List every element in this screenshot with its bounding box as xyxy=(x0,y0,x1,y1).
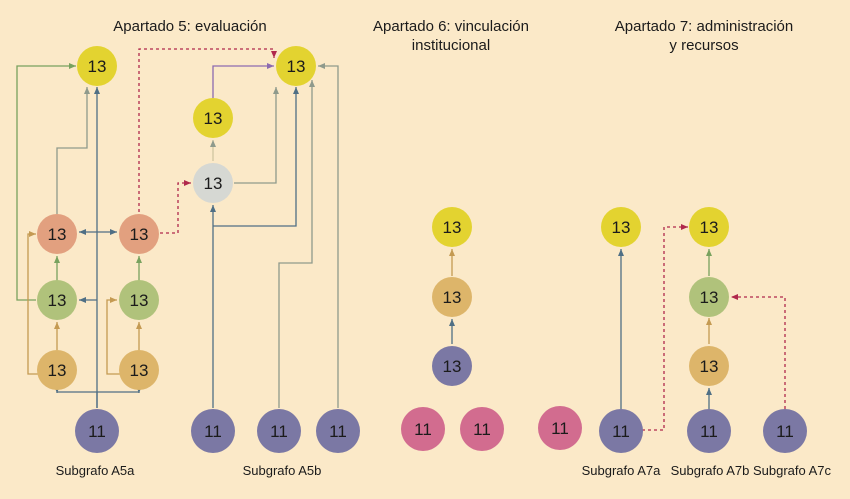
node-a6-bottom[interactable]: 13 xyxy=(432,346,472,386)
edge xyxy=(213,87,299,227)
node-label: 13 xyxy=(700,218,719,237)
node-a5b-gray[interactable]: 13 xyxy=(193,163,233,203)
node-label: 13 xyxy=(130,291,149,310)
node-label: 13 xyxy=(204,174,223,193)
edge xyxy=(27,231,40,375)
edge xyxy=(54,386,98,408)
node-a7a-source[interactable]: 11 xyxy=(599,409,643,453)
node-a7-pink[interactable]: 11 xyxy=(538,406,582,450)
node-label: 13 xyxy=(700,357,719,376)
nodes: 13 13 13 13 13 13 13 11 13 13 13 11 11 1… xyxy=(37,46,807,453)
node-label: 13 xyxy=(204,109,223,128)
node-a5a-right-1[interactable]: 13 xyxy=(119,350,159,390)
edge xyxy=(106,297,122,375)
edge xyxy=(212,63,274,98)
node-a6-top[interactable]: 13 xyxy=(432,207,472,247)
subgraph-label-a5a: Subgrafo A5a xyxy=(56,463,136,478)
node-label: 11 xyxy=(88,422,106,441)
node-a5b-source-2[interactable]: 11 xyxy=(257,409,301,453)
edge xyxy=(160,180,191,234)
subgraph-label-a7a: Subgrafo A7a xyxy=(582,463,662,478)
node-label: 11 xyxy=(270,422,288,441)
subgraph-label-a7b: Subgrafo A7b xyxy=(671,463,750,478)
node-a5a-left-3[interactable]: 13 xyxy=(37,214,77,254)
node-a5b-source-3[interactable]: 11 xyxy=(316,409,360,453)
edge xyxy=(731,294,786,409)
node-label: 13 xyxy=(88,57,107,76)
node-a5b-yellow-2[interactable]: 13 xyxy=(193,98,233,138)
section-title-7-line1: Apartado 7: administración xyxy=(615,18,793,35)
node-label: 11 xyxy=(204,422,222,441)
node-a5a-left-2[interactable]: 13 xyxy=(37,280,77,320)
edge xyxy=(138,48,277,212)
node-a5a-source[interactable]: 11 xyxy=(75,409,119,453)
node-a7c-source[interactable]: 11 xyxy=(763,409,807,453)
node-label: 11 xyxy=(414,420,432,439)
edge xyxy=(234,87,279,184)
node-label: 13 xyxy=(443,218,462,237)
node-a7b-tan[interactable]: 13 xyxy=(689,346,729,386)
section-title-5: Apartado 5: evaluación xyxy=(113,18,266,35)
node-a5b-source-1[interactable]: 11 xyxy=(191,409,235,453)
node-label: 11 xyxy=(700,422,718,441)
node-label: 13 xyxy=(443,288,462,307)
node-a7b-source[interactable]: 11 xyxy=(687,409,731,453)
node-a6-pink-2[interactable]: 11 xyxy=(460,407,504,451)
edge xyxy=(642,224,688,431)
node-label: 13 xyxy=(443,357,462,376)
node-a7b-top[interactable]: 13 xyxy=(689,207,729,247)
node-label: 13 xyxy=(700,288,719,307)
node-label: 13 xyxy=(287,57,306,76)
edge xyxy=(56,87,90,214)
node-a7a-top[interactable]: 13 xyxy=(601,207,641,247)
node-a5a-top[interactable]: 13 xyxy=(77,46,117,86)
node-a5a-right-3[interactable]: 13 xyxy=(119,214,159,254)
node-label: 11 xyxy=(551,419,569,438)
node-a5b-top[interactable]: 13 xyxy=(276,46,316,86)
edge xyxy=(278,80,315,408)
node-a6-pink-1[interactable]: 11 xyxy=(401,407,445,451)
node-label: 13 xyxy=(130,225,149,244)
subgraph-label-a5b: Subgrafo A5b xyxy=(243,463,322,478)
edge xyxy=(16,63,76,301)
edge xyxy=(97,386,142,393)
node-label: 13 xyxy=(48,291,67,310)
node-a6-mid[interactable]: 13 xyxy=(432,277,472,317)
edges xyxy=(16,48,786,431)
node-label: 13 xyxy=(48,361,67,380)
node-a5a-right-2[interactable]: 13 xyxy=(119,280,159,320)
section-title-7-line2: y recursos xyxy=(669,37,738,54)
node-label: 13 xyxy=(48,225,67,244)
node-label: 11 xyxy=(612,422,630,441)
node-label: 13 xyxy=(612,218,631,237)
node-label: 11 xyxy=(776,422,794,441)
section-title-6-line2: institucional xyxy=(412,37,490,54)
node-label: 11 xyxy=(329,422,347,441)
node-label: 13 xyxy=(130,361,149,380)
node-a7b-green[interactable]: 13 xyxy=(689,277,729,317)
node-label: 11 xyxy=(473,420,491,439)
node-a5a-left-1[interactable]: 13 xyxy=(37,350,77,390)
subgraph-label-a7c: Subgrafo A7c xyxy=(753,463,832,478)
edge xyxy=(318,63,339,408)
section-title-6-line1: Apartado 6: vinculación xyxy=(373,18,529,35)
